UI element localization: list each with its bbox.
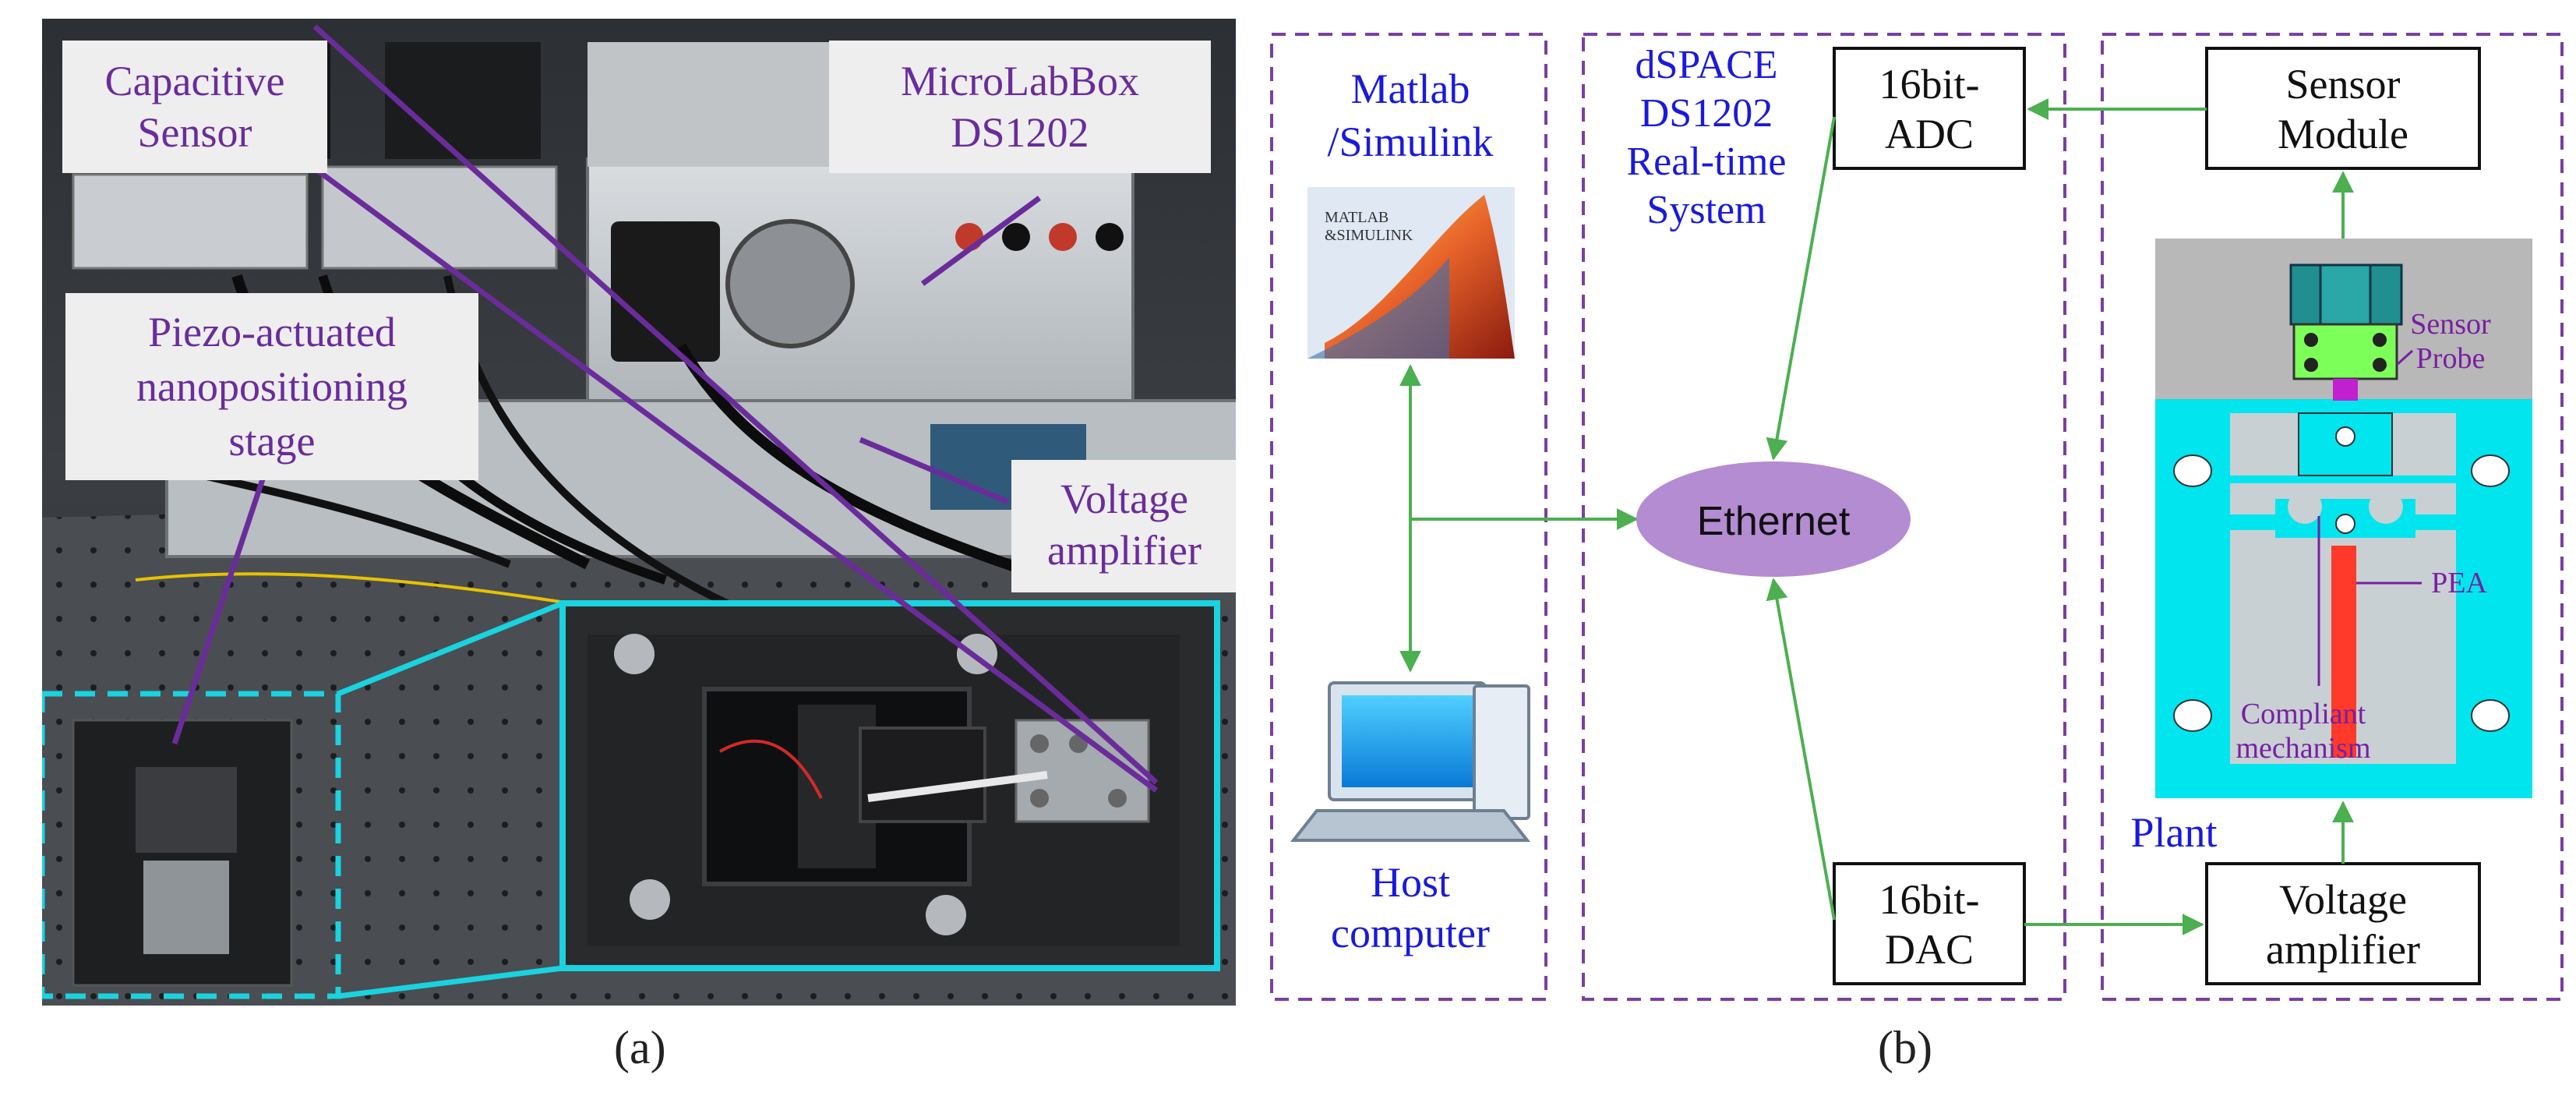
caption-a: (a) [614, 1022, 666, 1073]
piezo-stage-label-bg [65, 293, 478, 480]
leader-amplifier [859, 437, 1010, 505]
adc-label-1: 16bit- [1879, 61, 1980, 108]
voltage-amplifier-label-2: amplifier [2266, 926, 2420, 973]
sensor-probe-label-1: Sensor [2410, 308, 2491, 341]
power-switch [611, 221, 720, 362]
host-computer-label-1: Host [1371, 859, 1450, 906]
leader-piezo [171, 438, 279, 745]
dac-label-1: 16bit- [1879, 876, 1980, 923]
sensor-module-label-1: Sensor [2286, 61, 2401, 108]
screw-head [926, 895, 966, 935]
piezo-stage-label-2: nanopositioning [136, 363, 408, 410]
sensor-electronics-box [72, 173, 309, 270]
dac-block [1833, 862, 2026, 985]
black-device [385, 42, 541, 159]
plant-label: Plant [2130, 809, 2217, 856]
voltage-amplifier-label-1: Voltage [2279, 876, 2407, 923]
lab-setup-photo: Capacitive Sensor MicroLabBox DS1202 Pie… [42, 19, 1236, 1006]
dac-label-2: DAC [1885, 926, 1974, 973]
adc-block [1833, 47, 2026, 170]
caption-b: (b) [1878, 1022, 1932, 1073]
sensor-module-block [2205, 47, 2481, 170]
leader-capacitive [312, 24, 1159, 785]
capacitive-sensor-label-2: Sensor [138, 109, 252, 156]
sensor-probe-label-2: Probe [2416, 342, 2486, 375]
adc-label-2: ADC [1885, 111, 1974, 157]
sensor-module-label-2: Module [2278, 111, 2408, 157]
dspace-label-4: System [1646, 188, 1766, 232]
microlabbox-label-1: MicroLabBox [901, 58, 1139, 104]
matlab-logo-text-2: &SIMULINK [1325, 227, 1413, 244]
voltage-amplifier-label-1: Voltage [1060, 475, 1188, 522]
compliant-stage-drawing [2155, 239, 2532, 798]
piezo-stage-label-3: stage [229, 418, 316, 465]
pea-label: PEA [2431, 567, 2487, 599]
matlab-label-2: /Simulink [1327, 118, 1493, 165]
compliant-label-2: mechanism [2235, 732, 2370, 765]
realtime-group-box [1582, 33, 2066, 1001]
host-computer-label-2: computer [1331, 910, 1490, 956]
leader-microlabbox [920, 196, 1042, 286]
host-group-box [1270, 33, 1547, 1001]
arrow-dac-ethernet [1766, 578, 1836, 921]
screw-head [614, 634, 655, 674]
voltage-amplifier-label-bg [1011, 460, 1236, 592]
ethernet-label: Ethernet [1697, 499, 1851, 544]
capacitive-sensor-label-bg [62, 41, 327, 173]
dspace-label-2: DS1202 [1640, 91, 1773, 136]
matlab-logo: MATLAB &SIMULINK [1307, 187, 1515, 359]
ethernet-node [1636, 461, 1911, 577]
microlabbox-label-2: DS1202 [951, 109, 1089, 156]
leader-capacitive-2 [289, 149, 1159, 793]
arrow-adc-ethernet [1766, 116, 1836, 461]
screw-head [630, 879, 670, 920]
matlab-logo-text-1: MATLAB [1325, 209, 1389, 226]
microlabbox-unit [586, 157, 1134, 418]
voltage-amplifier-block [2205, 862, 2481, 985]
sensor-electronics-box-2 [321, 165, 558, 270]
dspace-label-3: Real-time [1626, 140, 1786, 184]
dspace-label-1: dSPACE [1635, 43, 1777, 87]
compliant-label-1: Compliant [2241, 698, 2366, 730]
plant-group-box [2101, 33, 2564, 1001]
computer-icon [1290, 681, 1531, 842]
matlab-label-1: Matlab [1351, 65, 1470, 112]
piezo-stage-label-1: Piezo-actuated [148, 309, 396, 355]
microlabbox-label-bg [829, 41, 1211, 173]
voltage-amplifier-label-2: amplifier [1047, 527, 1202, 574]
capacitive-sensor-label-1: Capacitive [105, 58, 285, 104]
fan-grille [725, 219, 855, 348]
